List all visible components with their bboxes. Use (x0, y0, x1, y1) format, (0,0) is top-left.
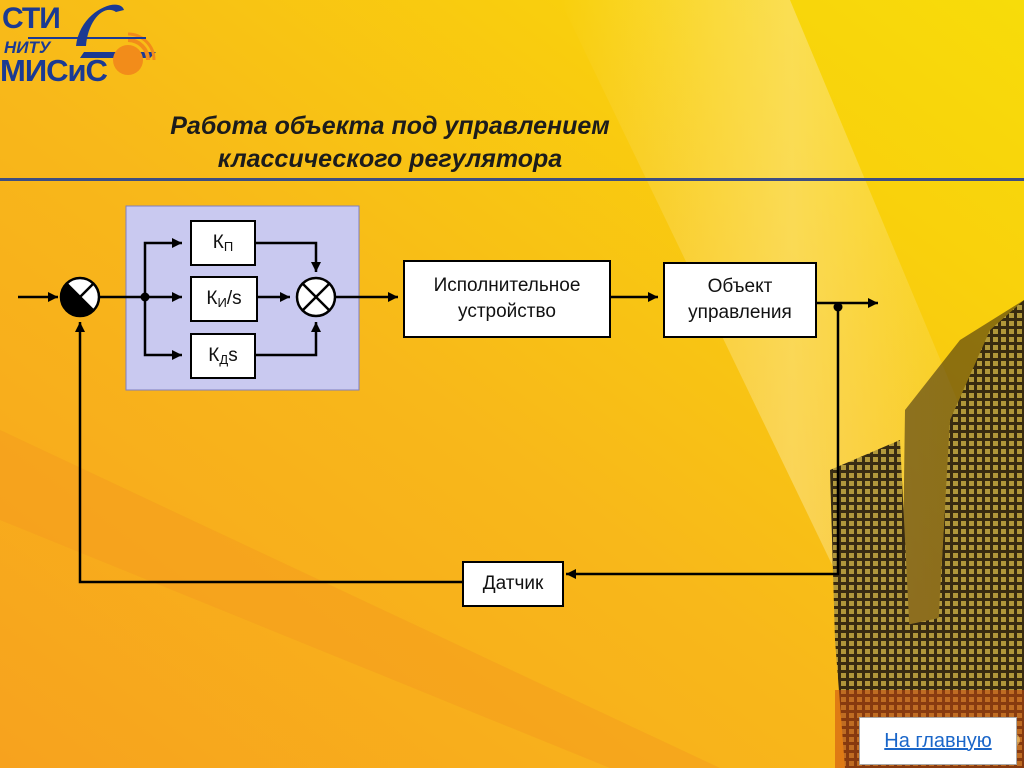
plant-label-line-2: управления (688, 302, 792, 323)
actuator-label-line-1: Исполнительное (433, 275, 581, 296)
logo-swoosh-icon (28, 4, 156, 75)
slide-title: Работа объекта под управлением классичес… (110, 110, 670, 176)
kd-branch-line (143, 297, 182, 360)
kd-block: КДs (190, 333, 256, 379)
sensor-feedback-line (75, 322, 462, 584)
kp-block-label: КП (212, 232, 234, 254)
kp-block: КП (190, 220, 256, 266)
logo-sti: СТИ (2, 2, 61, 35)
kd-output-line (255, 322, 321, 357)
feedback-to-sensor-line (566, 307, 840, 579)
logo-misis: МИСиС (0, 53, 108, 88)
plant-block: Объект управления (663, 262, 817, 338)
title-line-1: Работа объекта под управлением (170, 112, 610, 140)
pid-summing-junction (295, 276, 337, 318)
title-line-2: классического регулятора (217, 145, 563, 173)
kd-block-label: КДs (208, 345, 238, 367)
ki-block-label: КИ/s (206, 288, 242, 310)
university-logo: СТИ НИТУ МИСиС (0, 0, 160, 95)
actuator-block: Исполнительное устройство (403, 260, 611, 338)
kp-branch-line (143, 238, 182, 297)
ki-block: КИ/s (190, 276, 258, 322)
sensor-block: Датчик (462, 561, 564, 607)
logo-nitu: НИТУ (4, 38, 51, 57)
sensor-label: Датчик (482, 573, 544, 594)
error-summing-junction (59, 276, 101, 318)
actuator-label-line-2: устройство (458, 301, 556, 322)
plant-label-line-1: Объект (707, 276, 773, 297)
kp-output-line (255, 241, 321, 272)
title-divider (0, 178, 1024, 181)
home-link[interactable]: На главную (859, 717, 1017, 765)
